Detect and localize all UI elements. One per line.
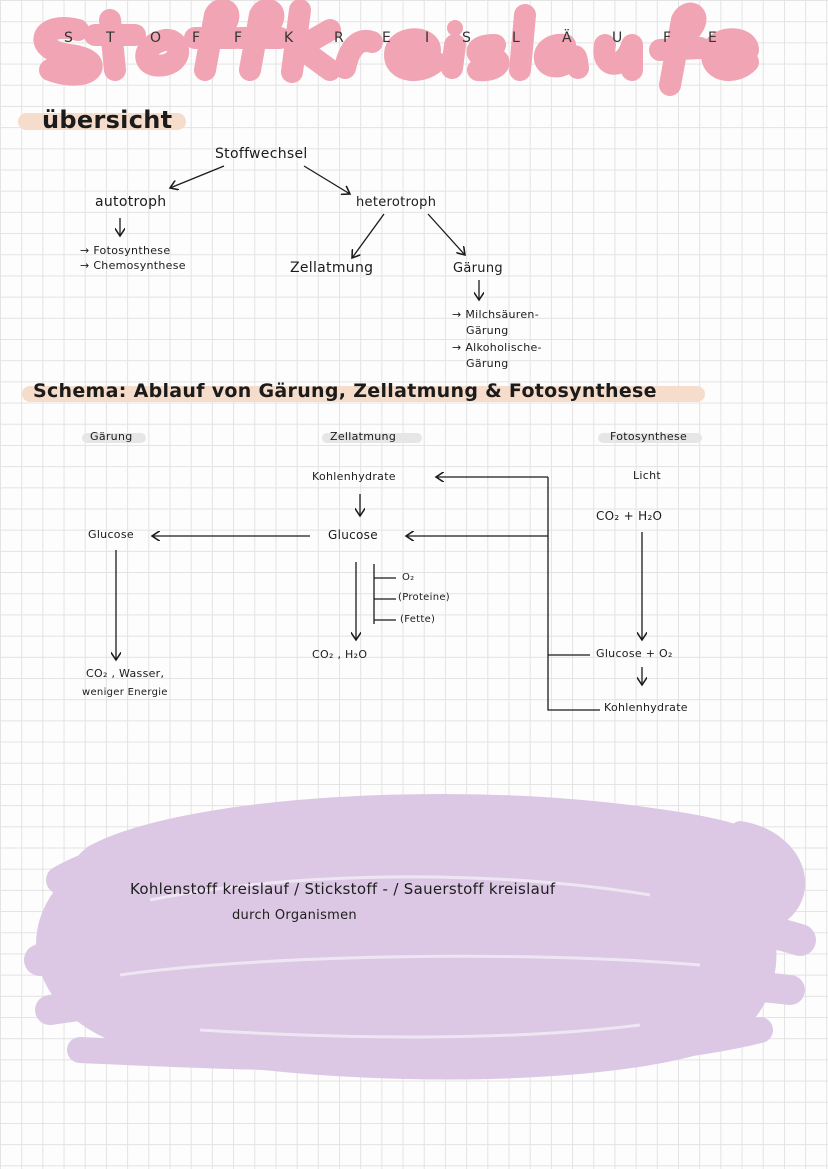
left-products: CO₂ , Wasser, [86, 667, 165, 680]
left-products: weniger Energie [82, 687, 168, 698]
gaerung-subitem: Gärung [466, 357, 509, 370]
glucose-mid: Glucose [328, 528, 378, 542]
overview-highlight [18, 113, 186, 130]
title-letter: O [150, 30, 162, 46]
schema-highlight [22, 386, 705, 402]
title-brush [33, 0, 759, 96]
autotroph-label: autotroph [95, 194, 167, 210]
photo-outputs: Glucose + O₂ [596, 647, 673, 660]
col-highlight [322, 433, 422, 443]
col-fotosynthese: Fotosynthese [610, 430, 688, 443]
photo-inputs: CO₂ + H₂O [596, 509, 663, 523]
col-zellatmung: Zellatmung [330, 430, 397, 443]
title-letter: K [284, 30, 294, 46]
gaerung-subitem: → Milchsäuren- [452, 308, 539, 321]
zellatmung-label: Zellatmung [290, 260, 374, 276]
kohlenhydrate-bottom: Kohlenhydrate [604, 701, 688, 714]
branch-item: O₂ [402, 572, 415, 583]
branch-item: (Proteine) [398, 592, 451, 603]
col-gaerung: Gärung [90, 430, 133, 443]
glucose-left: Glucose [88, 528, 134, 541]
mid-products: CO₂ , H₂O [312, 648, 368, 661]
branch-item: (Fette) [400, 614, 436, 625]
gaerung-label: Gärung [453, 261, 503, 276]
col-highlight [598, 433, 702, 443]
title-letter: F [663, 30, 672, 46]
stoffwechsel-label: Stoffwechsel [215, 146, 308, 162]
chemosynthese-item: → Chemosynthese [80, 259, 186, 272]
title-letter: T [106, 30, 115, 46]
scribble-line-1: Kohlenstoff kreislauf / Stickstoff - / S… [130, 880, 556, 898]
kohlenhydrate-top: Kohlenhydrate [312, 470, 396, 483]
title-letter: S [64, 30, 73, 46]
title-letter: U [612, 30, 623, 46]
title-letter: L [512, 30, 520, 46]
col-highlight [82, 433, 146, 443]
overview-heading: übersicht [42, 106, 173, 134]
schema-heading: Schema: Ablauf von Gärung, Zellatmung & … [33, 380, 657, 402]
title-letter: E [708, 30, 717, 46]
licht-label: Licht [633, 469, 662, 482]
title-letter: E [382, 30, 391, 46]
title-letter: F [192, 30, 201, 46]
fotosynthese-item: → Fotosynthese [80, 244, 171, 257]
diagram-lines [0, 165, 828, 711]
title-letter: Ä [562, 30, 572, 46]
title-letter: R [334, 30, 344, 46]
gaerung-subitem: Gärung [466, 324, 509, 337]
scribble-line-2: durch Organismen [232, 908, 357, 923]
title-letter: I [425, 30, 430, 46]
title-letter: S [462, 30, 471, 46]
heterotroph-label: heterotroph [356, 195, 437, 210]
gaerung-subitem: → Alkoholische- [452, 341, 542, 354]
title-letter: F [234, 30, 243, 46]
